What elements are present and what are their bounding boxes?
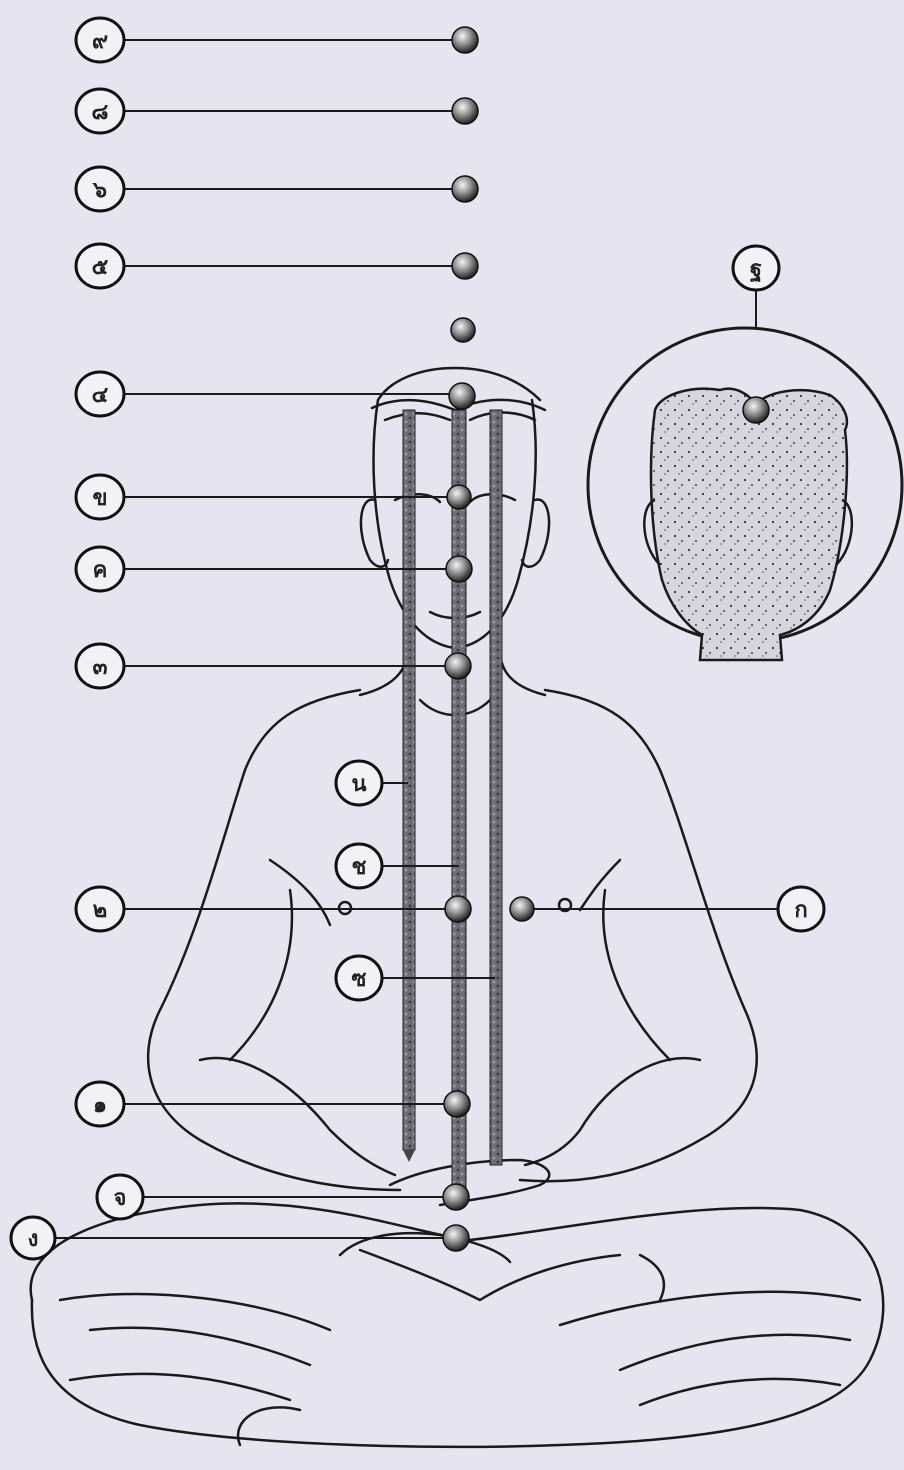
label-cho-text: ช	[352, 855, 367, 880]
dot-ngo	[443, 1225, 469, 1251]
label-cho2: ซ	[336, 956, 382, 1000]
label-kho: ข	[76, 475, 124, 519]
label-ngo-text: ง	[28, 1227, 39, 1252]
label-no-text: น	[351, 772, 366, 797]
dot-crown	[451, 318, 475, 342]
label-jo-text: จ	[114, 1186, 127, 1211]
dot-kho2	[446, 556, 472, 582]
label-5: ๕	[76, 244, 124, 288]
dot-ko	[510, 897, 534, 921]
dot-6	[452, 176, 478, 202]
right-channel	[490, 410, 502, 1165]
label-4: ๔	[76, 372, 124, 416]
label-6-text: ๖	[92, 178, 107, 203]
label-kho-text: ข	[92, 486, 107, 511]
label-3: ๓	[76, 644, 124, 688]
label-5-text: ๕	[92, 255, 109, 280]
label-2-text: ๒	[93, 898, 108, 923]
label-4-text: ๔	[92, 383, 109, 408]
dot-2	[445, 896, 471, 922]
dot-kho	[447, 485, 471, 509]
label-ko-text: ก	[794, 898, 807, 923]
label-3-text: ๓	[92, 655, 107, 680]
dot-4	[449, 383, 475, 409]
inset-back-of-head	[588, 328, 902, 660]
left-channel	[403, 410, 415, 1150]
label-cho2-text: ซ	[352, 967, 367, 992]
label-8-text: ๘	[92, 100, 109, 125]
label-6: ๖	[76, 167, 124, 211]
dot-5	[452, 253, 478, 279]
left-channel-tip	[403, 1150, 415, 1162]
dot-jo	[443, 1184, 469, 1210]
label-1: ๑	[76, 1082, 124, 1126]
dot-3	[445, 653, 471, 679]
label-inset: ฐ	[733, 246, 779, 290]
label-2: ๒	[76, 887, 124, 931]
label-kho2-text: ค	[93, 558, 108, 583]
label-kho2: ค	[76, 547, 124, 591]
label-9: ๙	[76, 18, 124, 62]
energy-channels	[403, 410, 502, 1200]
label-9-text: ๙	[92, 29, 108, 54]
dot-inset	[743, 397, 769, 423]
dot-8	[452, 98, 478, 124]
dot-1	[444, 1091, 470, 1117]
label-cho: ช	[336, 844, 382, 888]
label-1-text: ๑	[93, 1093, 107, 1118]
label-no: น	[336, 761, 382, 805]
label-ko: ก	[778, 887, 824, 931]
label-inset-text: ฐ	[750, 257, 762, 283]
label-jo: จ	[97, 1175, 143, 1219]
label-ngo: ง	[11, 1217, 55, 1259]
center-channel	[452, 410, 466, 1200]
dot-9	[452, 27, 478, 53]
label-8: ๘	[76, 89, 124, 133]
